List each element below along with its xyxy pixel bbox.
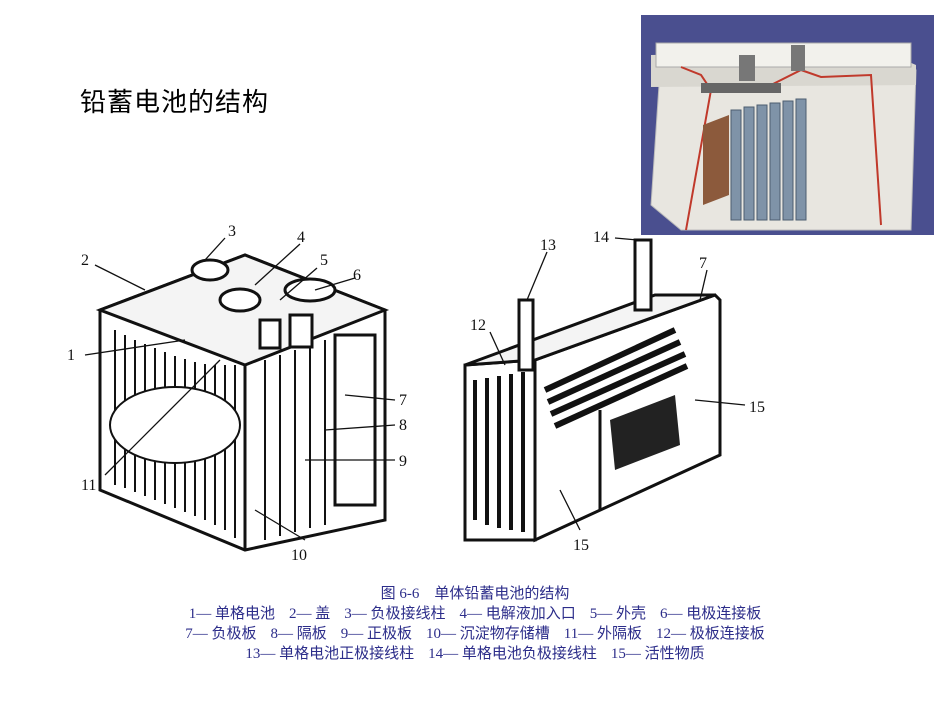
callout-9: 9: [399, 453, 407, 470]
callout-7-right: 7: [699, 255, 707, 272]
callout-8: 8: [399, 417, 407, 434]
legend-item: 12— 极板连接板: [656, 626, 765, 642]
figure-caption: 图 6-6 单体铅蓄电池的结构 1— 单格电池 2— 盖 3— 负极接线柱 4— 电解…: [0, 584, 950, 664]
legend-item: 6— 电极连接板: [660, 606, 762, 622]
legend-item: 9— 正极板: [340, 626, 413, 642]
callout-5: 5: [320, 252, 328, 269]
legend-item: 11— 外隔板: [563, 626, 642, 642]
callout-2: 2: [81, 252, 89, 269]
caption-title: 图 6-6 单体铅蓄电池的结构: [380, 586, 570, 602]
legend-item: 3— 负极接线柱: [344, 606, 446, 622]
single-cell-battery-drawing: [95, 253, 390, 552]
callout-3: 3: [228, 223, 236, 240]
battery-structure-diagram: 2 3 4 5 6 1 7 8 9 10 11 12 13 14 7 15 15: [67, 223, 765, 564]
legend-item: 2— 盖: [288, 606, 331, 622]
legend-row-2: 7— 负极板 8— 隔板 9— 正极板 10— 沉淀物存储槽 11— 外隔板 12— 极板…: [0, 624, 950, 644]
legend-row-1: 1— 单格电池 2— 盖 3— 负极接线柱 4— 电解液加入口 5— 外壳 6— 电极连接…: [0, 604, 950, 624]
battery-cutaway-photo: [641, 15, 934, 235]
slide-title: 铅蓄电池的结构: [80, 88, 270, 118]
callout-6: 6: [353, 267, 361, 284]
callout-11: 11: [81, 477, 96, 494]
callout-7: 7: [399, 392, 407, 409]
callout-12: 12: [470, 317, 486, 334]
legend-item: 13— 单格电池正极接线柱: [245, 646, 415, 662]
callout-13: 13: [540, 237, 556, 254]
leader-lines: [84, 237, 746, 541]
callout-10: 10: [291, 547, 307, 564]
callout-4: 4: [297, 229, 305, 246]
cell-cross-section-drawing: [463, 238, 722, 543]
callout-15-b: 15: [573, 537, 589, 554]
callout-14: 14: [593, 229, 609, 246]
legend-row-3: 13— 单格电池正极接线柱 14— 单格电池负极接线柱 15— 活性物质: [0, 644, 950, 664]
legend-item: 5— 外壳: [589, 606, 647, 622]
legend-item: 8— 隔板: [270, 626, 327, 642]
battery-photo-illustration: [641, 15, 934, 235]
callout-1: 1: [67, 347, 75, 364]
legend-item: 14— 单格电池负极接线柱: [428, 646, 597, 662]
legend-item: 1— 单格电池: [188, 606, 275, 622]
legend-item: 10— 沉淀物存储槽: [426, 626, 550, 642]
legend-item: 7— 负极板: [185, 626, 257, 642]
legend-item: 15— 活性物质: [610, 646, 705, 662]
callout-15-a: 15: [749, 399, 765, 416]
legend-item: 4— 电解液加入口: [459, 606, 576, 622]
